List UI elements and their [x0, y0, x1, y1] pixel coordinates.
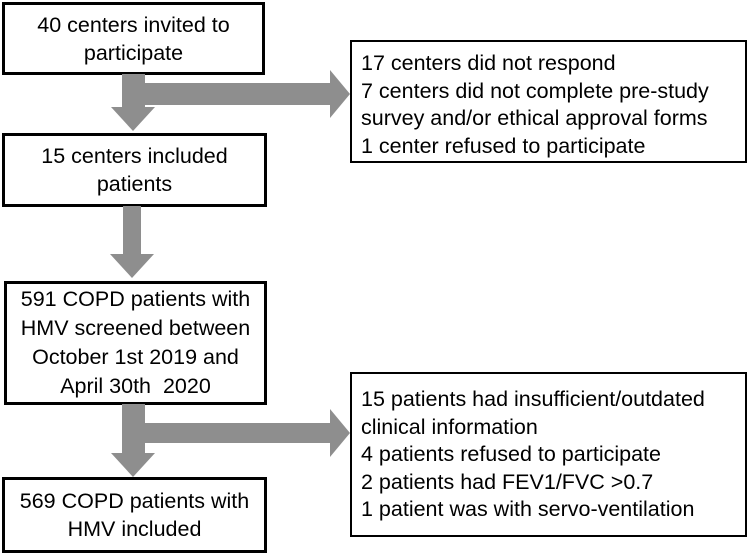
- flow-box-text-line: October 1st 2019 and: [32, 345, 239, 369]
- flow-box-text-line: 1 center refused to participate: [361, 133, 646, 158]
- arrow-shaft-right-1: [122, 83, 330, 105]
- arrow-shaft-right-2: [122, 423, 330, 443]
- flow-box-text-line: 15 patients had insufficient/outdated: [361, 387, 705, 411]
- flow-box-text-line: HMV screened between: [20, 316, 251, 340]
- flow-box-text-line: patients: [96, 172, 173, 196]
- flow-box-text-line: 569 COPD patients with: [19, 489, 250, 513]
- flow-box-text-line: HMV included: [67, 517, 202, 541]
- flow-box-patients-screened: 591 COPD patients with HMV screened betw…: [4, 281, 267, 405]
- flow-box-text-line: participate: [83, 40, 184, 65]
- arrowhead-down-1-icon: [111, 107, 155, 131]
- arrow-shaft-down-2: [123, 206, 141, 255]
- flow-box-text-line: April 30th 2020: [60, 374, 211, 398]
- flow-box-text-line: 1 patient was with servo-ventilation: [361, 497, 695, 521]
- flow-box-patients-excluded: 15 patients had insufficient/outdated cl…: [350, 372, 747, 537]
- flow-box-patients-included: 569 COPD patients with HMV included: [2, 477, 267, 553]
- arrowhead-right-2-icon: [330, 409, 350, 457]
- flow-box-text-line: 17 centers did not respond: [361, 51, 616, 75]
- arrowhead-down-2-icon: [110, 254, 154, 278]
- arrowhead-down-3-icon: [111, 453, 155, 477]
- flow-box-centers-included: 15 centers included patients: [2, 133, 267, 207]
- arrowhead-right-1-icon: [330, 70, 350, 118]
- flow-box-text-line: 591 COPD patients with: [20, 287, 251, 311]
- flow-box-text-line: clinical information: [361, 414, 538, 439]
- flow-box-text-line: 15 centers included: [41, 144, 228, 168]
- flow-box-text-line: 40 centers invited to: [37, 12, 230, 37]
- flow-box-centers-invited: 40 centers invited to participate: [2, 2, 265, 75]
- flow-box-text-line: 2 patients had FEV1/FVC >0.7: [361, 469, 654, 494]
- flow-box-text-line: survey and/or ethical approval forms: [361, 106, 708, 130]
- flow-box-centers-excluded: 17 centers did not respond 7 centers did…: [350, 40, 747, 163]
- flow-box-text-line: 4 patients refused to participate: [361, 442, 661, 466]
- flow-box-text-line: 7 centers did not complete pre-study: [361, 78, 709, 103]
